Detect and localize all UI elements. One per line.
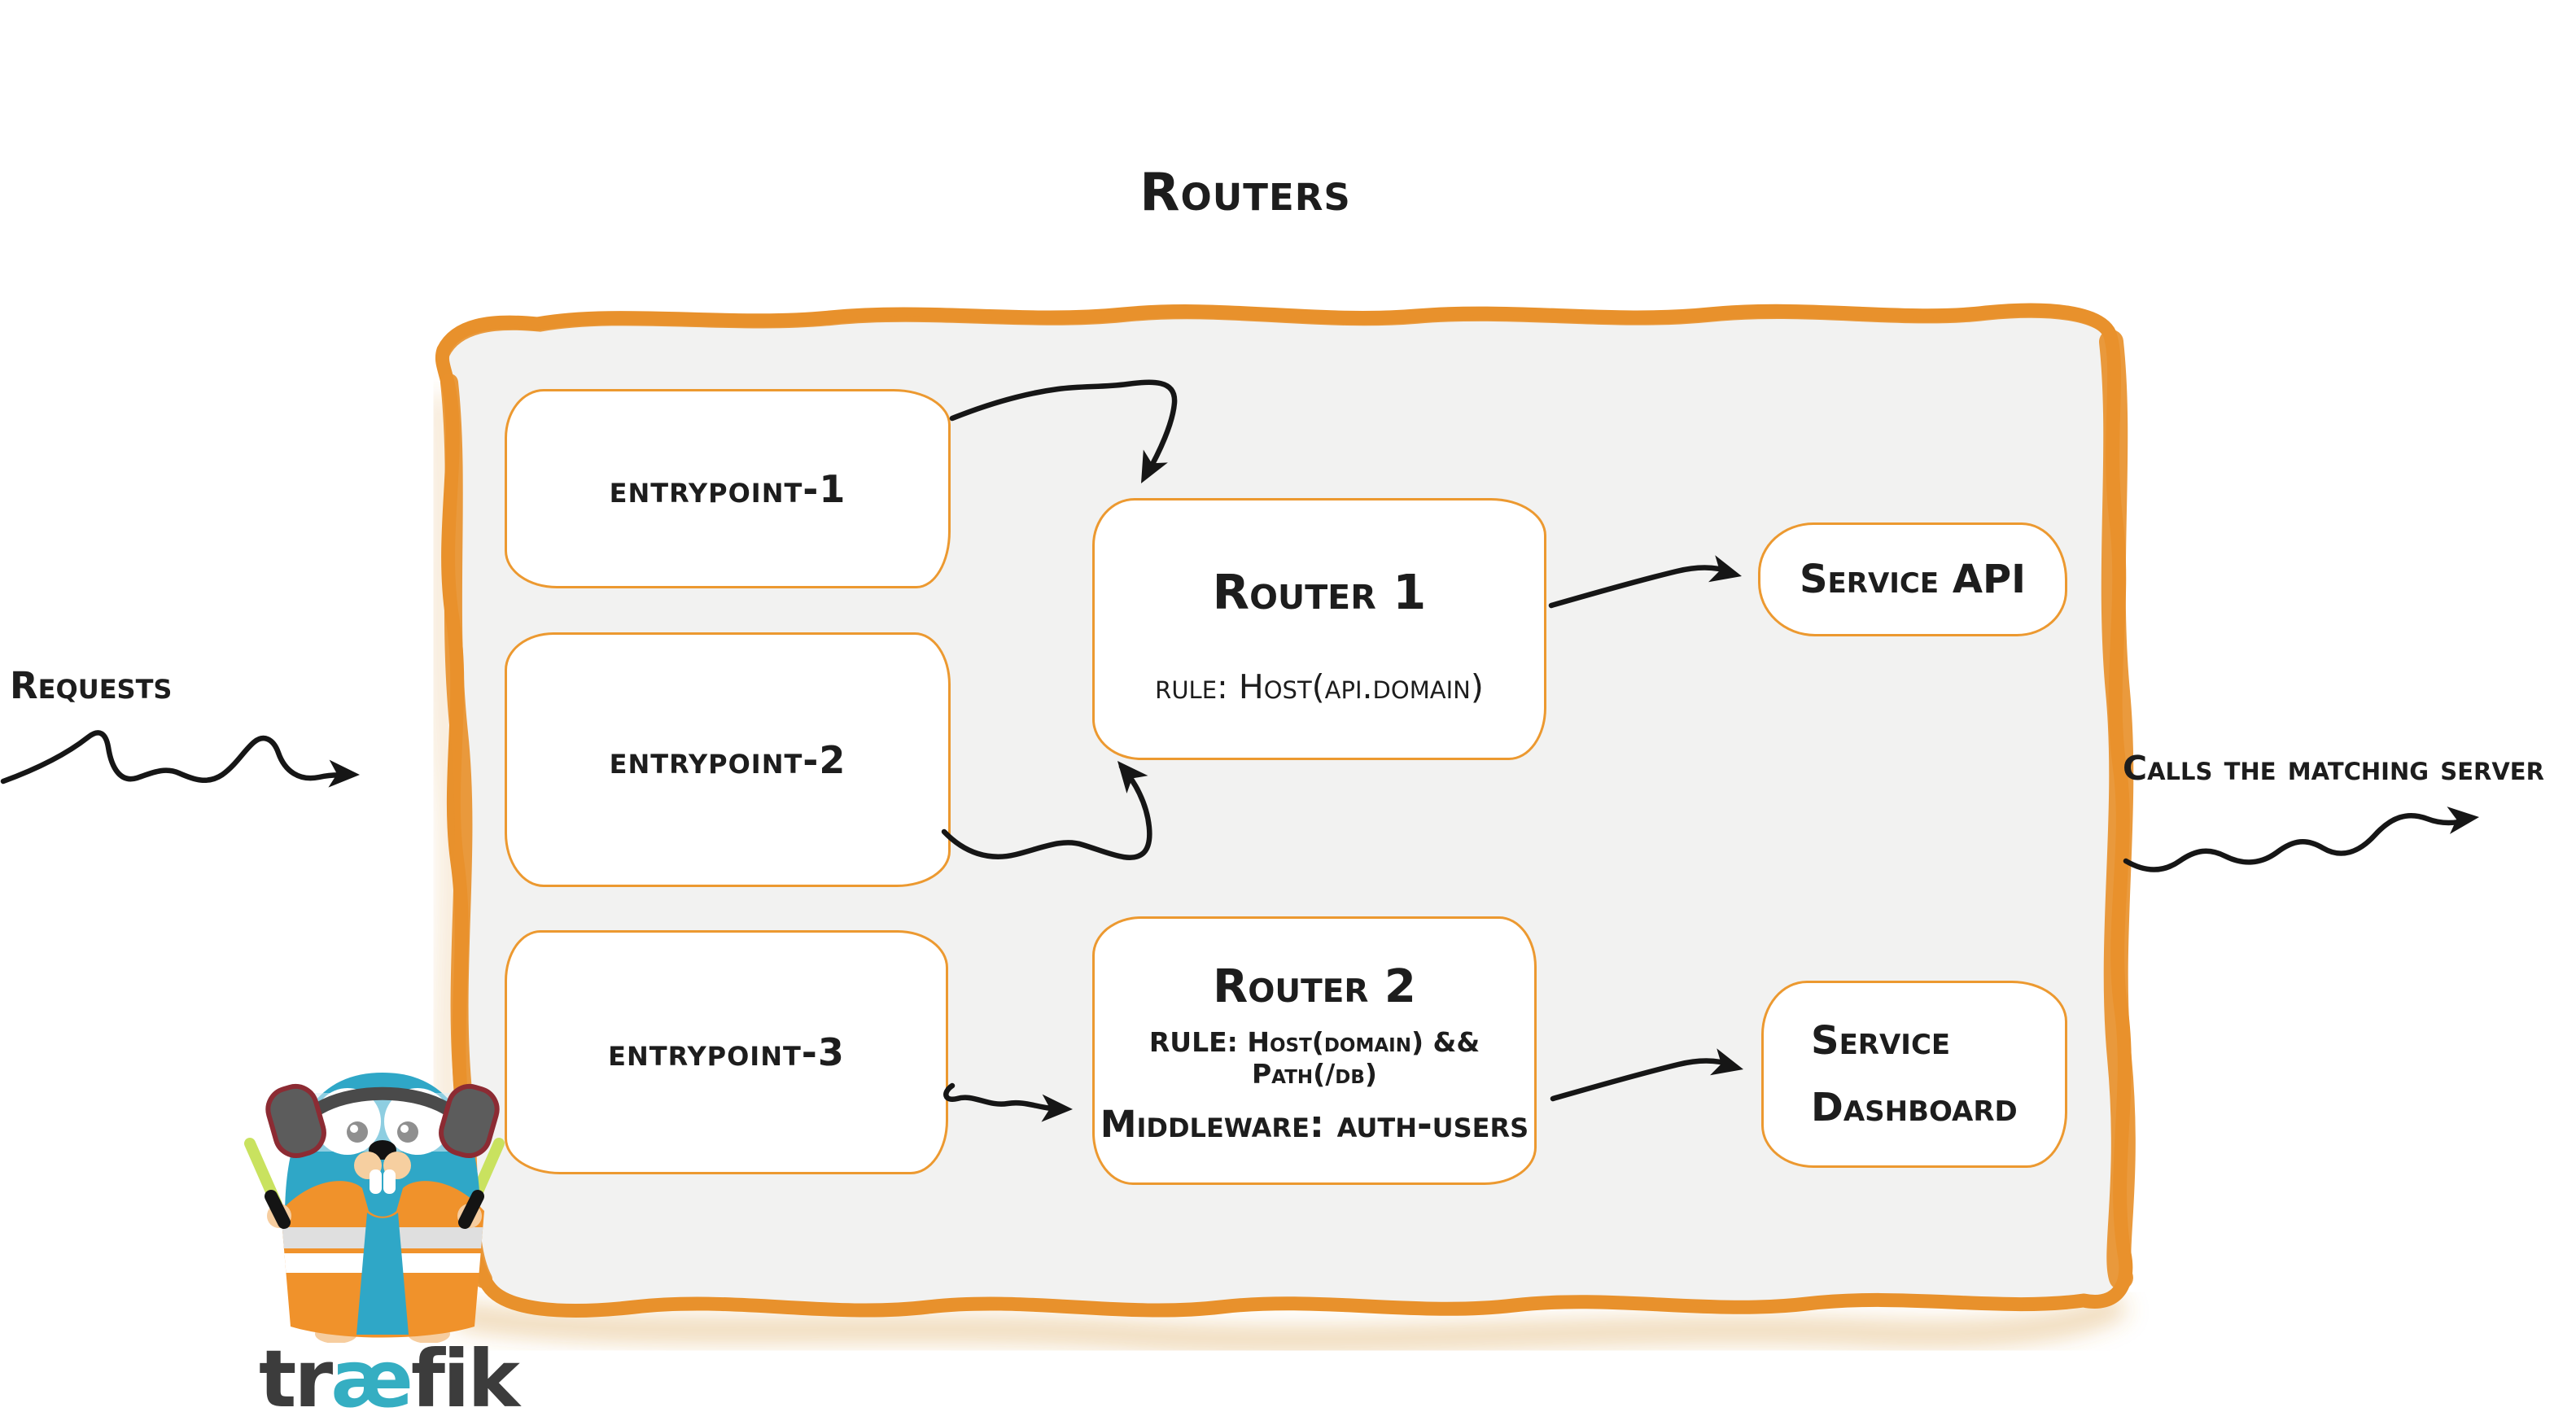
- service-dashboard-label-line1: Service: [1811, 1018, 1951, 1064]
- router-2-box: Router 2 RULE: Host(domain) && Path(/db)…: [1092, 916, 1537, 1185]
- router-1-title: Router 1: [1212, 563, 1427, 620]
- gopher-tooth: [383, 1169, 396, 1194]
- requests-label: Requests: [10, 664, 173, 707]
- arrow-entry1-router1: [949, 379, 1178, 479]
- wand-grip: [265, 1190, 291, 1229]
- calls-label: Calls the matching server: [2123, 749, 2544, 788]
- container-shadow: [453, 1292, 2128, 1352]
- arrow-requests-in: [0, 730, 352, 785]
- arrow-calls-out: [2123, 813, 2471, 872]
- service-dashboard-label-line2: Dashboard: [1811, 1085, 2018, 1130]
- router-1-rule: rule: Host(api.domain): [1155, 667, 1484, 706]
- gopher-pupil: [397, 1121, 418, 1143]
- router-1-box: Router 1 rule: Host(api.domain): [1092, 498, 1546, 760]
- service-api-box: Service API: [1758, 522, 2067, 636]
- pupil-highlight: [350, 1125, 358, 1133]
- wordmark-ae: æ: [330, 1333, 413, 1425]
- entrypoint-3-box: entrypoint-3: [505, 930, 948, 1174]
- wordmark-tr: tr: [259, 1333, 333, 1425]
- traefik-wordmark: træfik: [259, 1333, 520, 1425]
- gopher-pupil: [347, 1121, 368, 1143]
- entrypoint-2-box: entrypoint-2: [505, 632, 951, 887]
- container-right-edge: [2099, 330, 2136, 1290]
- wand-grip: [458, 1190, 484, 1229]
- wordmark-fik: fik: [410, 1333, 520, 1425]
- arrow-router1-serviceapi: [1548, 565, 1734, 609]
- arrow-router2-servicedash: [1550, 1058, 1735, 1102]
- headphone-earcup-icon: [265, 1083, 326, 1158]
- router-2-middleware: Middleware: auth-users: [1100, 1103, 1529, 1146]
- gopher-chest: [356, 1213, 409, 1335]
- diagram-title: Routers: [1139, 163, 1351, 223]
- traefik-gopher-logo: [244, 1073, 505, 1343]
- service-api-label: Service API: [1799, 557, 2027, 602]
- gopher-tooth: [370, 1169, 382, 1194]
- router-2-title: Router 2: [1213, 960, 1416, 1013]
- arrow-entry3-router2: [943, 1082, 1065, 1112]
- entrypoint-3-label: entrypoint-3: [608, 1030, 845, 1074]
- arrow-entry2-router1: [941, 763, 1152, 860]
- headphone-earcup-icon: [439, 1083, 500, 1158]
- pupil-highlight: [400, 1125, 409, 1133]
- router-2-rule: RULE: Host(domain) && Path(/db): [1148, 1026, 1480, 1090]
- entrypoint-1-label: entrypoint-1: [609, 466, 846, 511]
- entrypoint-1-box: entrypoint-1: [505, 389, 951, 588]
- service-dashboard-box: Service Dashboard: [1761, 981, 2067, 1168]
- entrypoint-2-label: entrypoint-2: [609, 737, 846, 782]
